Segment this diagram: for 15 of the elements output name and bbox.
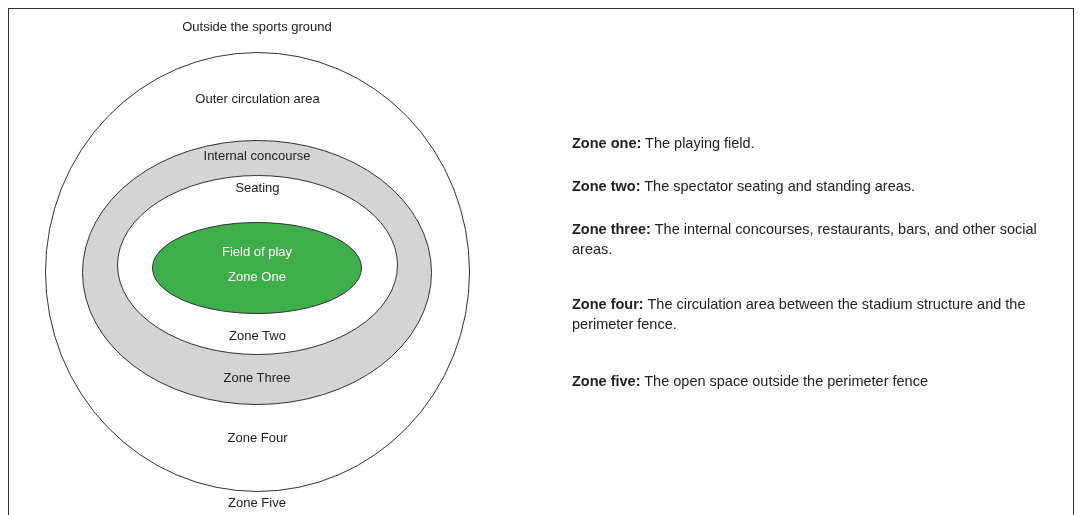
zone-label: Zone Three <box>223 370 291 385</box>
zone-description: Zone three: The internal concourses, restaurants, bars, and other social areas. <box>572 220 1038 259</box>
zone-label: Zone Two <box>229 328 286 343</box>
zone-description: Zone one: The playing field. <box>572 134 756 153</box>
zone-label: Zone Four <box>227 430 288 445</box>
zone-label: Zone Five <box>228 495 286 510</box>
zone-description: Zone two: The spectator seating and standing areas. <box>572 177 917 196</box>
area-label: Seating <box>235 180 280 195</box>
area-label: Field of play <box>221 244 293 259</box>
area-label: Outer circulation area <box>195 91 320 106</box>
zone-label: Zone One <box>228 269 286 284</box>
zone-description: Zone five: The open space outside the perimeter fence <box>572 372 929 391</box>
area-label: Internal concourse <box>203 148 311 163</box>
zone-description: Zone four: The circulation area between the stadium structure and the perimeter fence. <box>572 295 1027 334</box>
area-label: Outside the sports ground <box>182 19 332 34</box>
